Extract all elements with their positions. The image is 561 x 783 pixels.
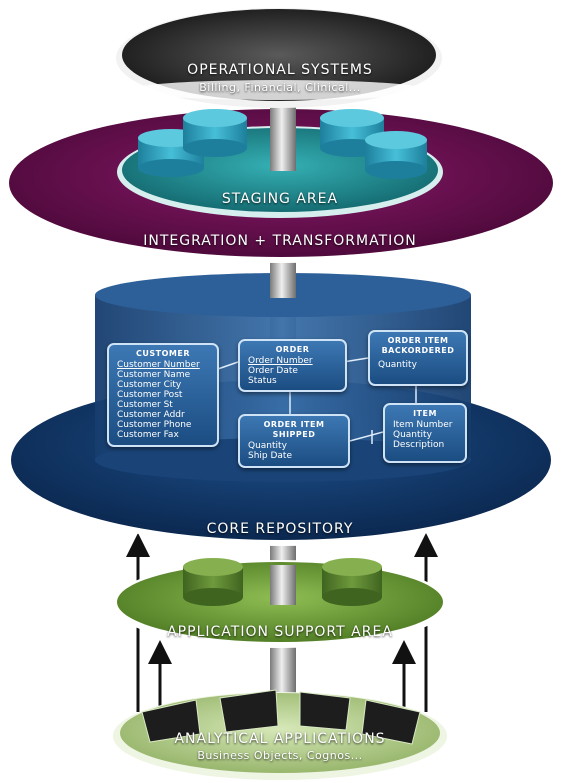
primary-key-attribute: Customer Number <box>117 360 200 370</box>
operational-systems-subtitle: Billing, Financial, Clinical... <box>199 81 361 94</box>
attribute: Status <box>248 376 277 386</box>
attribute: Customer St <box>117 400 173 410</box>
attribute-list: Order Number Order Date Status <box>240 355 345 386</box>
attribute-list: Customer Number Customer Name Customer C… <box>109 359 217 440</box>
monitor-icon <box>219 689 279 733</box>
monitor-icon <box>361 699 421 745</box>
monitor-icon <box>141 699 201 743</box>
entity-title: ORDER <box>275 345 310 354</box>
attribute: Customer City <box>117 380 182 390</box>
monitor-icons <box>141 689 421 745</box>
core-repository-title: CORE REPOSITORY <box>206 521 354 537</box>
pole-segment <box>270 565 296 605</box>
integration-transformation-label: INTEGRATION + TRANSFORMATION <box>143 233 417 249</box>
database-icon <box>183 109 247 157</box>
attribute: Customer Fax <box>117 430 179 440</box>
attribute: Customer Post <box>117 390 183 400</box>
attribute: Order Date <box>248 366 298 376</box>
database-icon <box>183 558 243 606</box>
attribute: Quantity <box>393 430 432 440</box>
entity-item: ITEM Item Number Quantity Description <box>383 403 467 463</box>
attribute: Description <box>393 440 445 450</box>
attribute: Item Number <box>393 420 453 430</box>
attribute-list: Quantity <box>370 356 466 370</box>
attribute: Ship Date <box>248 451 293 461</box>
attribute-list: Quantity Ship Date <box>240 440 348 461</box>
primary-key-attribute: Order Number <box>248 356 313 366</box>
database-icon <box>365 131 427 179</box>
analytical-applications-title: ANALYTICAL APPLICATIONS <box>174 731 386 747</box>
entity-order-item-backordered: ORDER ITEM BACKORDERED Quantity <box>368 330 468 386</box>
operational-disc <box>116 8 442 108</box>
entity-title-line2: BACKORDERED <box>381 346 455 355</box>
analytical-applications-subtitle: Business Objects, Cognos... <box>197 749 363 762</box>
pole-segment <box>270 105 296 171</box>
entity-title: ITEM <box>413 409 437 418</box>
entity-title-line2: SHIPPED <box>272 430 316 439</box>
staging-area-title: STAGING AREA <box>221 191 339 207</box>
analytical-disc <box>113 692 447 780</box>
entity-order-item-shipped: ORDER ITEM SHIPPED Quantity Ship Date <box>238 414 350 468</box>
entity-customer: CUSTOMER Customer Number Customer Name C… <box>107 343 219 447</box>
attribute: Quantity <box>248 441 287 451</box>
support-cylinders <box>183 558 382 606</box>
attribute-list: Item Number Quantity Description <box>385 419 465 450</box>
entity-order: ORDER Order Number Order Date Status <box>238 339 347 392</box>
attribute: Customer Addr <box>117 410 185 420</box>
monitor-icon <box>299 691 351 731</box>
application-support-area-title: APPLICATION SUPPORT AREA <box>167 624 393 640</box>
staging-cylinders <box>138 109 427 179</box>
database-icon <box>322 558 382 606</box>
upward-arrows <box>126 533 438 712</box>
entity-title: ORDER ITEM <box>263 420 325 429</box>
operational-systems-title: OPERATIONAL SYSTEMS <box>187 62 373 78</box>
relationship-lines <box>214 357 417 444</box>
attribute: Customer Phone <box>117 420 192 430</box>
attribute: Customer Name <box>117 370 191 380</box>
entity-title: ORDER ITEM <box>387 336 449 345</box>
entity-title: CUSTOMER <box>136 349 190 358</box>
attribute: Quantity <box>378 360 417 370</box>
